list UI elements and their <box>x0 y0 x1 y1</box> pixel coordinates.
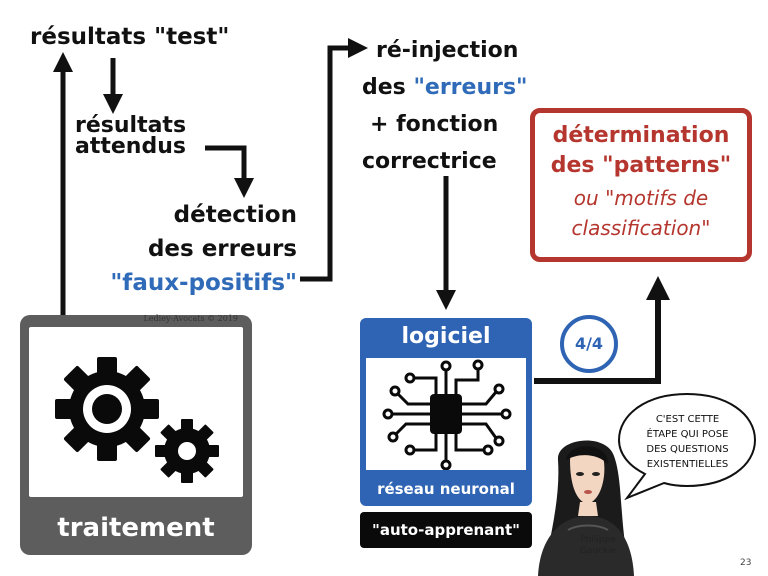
label-resultats-attendus: résultats attendus <box>75 113 187 159</box>
bubble-line1: C'EST CETTE <box>655 414 720 425</box>
logiciel-subtitle: réseau neuronal <box>377 480 515 498</box>
logiciel-icon-panel <box>366 358 526 471</box>
arrow-elbow-attendus <box>205 145 254 198</box>
traitement-icon-panel <box>29 327 243 497</box>
patterns-line3: ou "motifs de <box>573 186 709 210</box>
character-illustration <box>538 440 634 576</box>
label-reinjection: ré-injection des "erreurs" + fonction co… <box>362 32 528 180</box>
traitement-card: Lediey-Avocats © 2019 traitement <box>20 314 252 555</box>
label-resultats-attendus-line1: résultats <box>75 113 187 138</box>
bubble-line3: DES QUESTIONS <box>646 444 729 455</box>
label-faux-positifs: "faux-positifs" <box>110 270 297 296</box>
label-reinjection-line3: + fonction <box>370 112 499 137</box>
author-last: Gauckie <box>579 546 617 556</box>
label-des: des <box>362 75 414 100</box>
label-reinjection-line1: ré-injection <box>376 38 519 63</box>
label-resultats-test: résultats "test" <box>30 24 230 50</box>
gears-icon <box>55 357 219 483</box>
traitement-label: traitement <box>57 513 215 543</box>
label-detection-line2: des erreurs <box>147 236 297 262</box>
logiciel-card: logiciel <box>360 318 532 506</box>
label-reinjection-line4: correctrice <box>362 149 497 174</box>
auto-apprenant-label: "auto-apprenant" <box>360 512 532 548</box>
label-reinjection-line2: des "erreurs" <box>362 69 528 106</box>
step-indicator: 4/4 <box>560 315 618 373</box>
patterns-line4: classification" <box>571 216 711 240</box>
arrow-elbow-reinjection <box>300 38 368 282</box>
circuit-chip-icon <box>382 359 512 471</box>
bubble-line4: EXISTENTIELLES <box>646 459 729 470</box>
patterns-line2: des "patterns" <box>550 153 732 178</box>
label-detection: détection des erreurs "faux-positifs" <box>92 198 297 300</box>
label-resultats-attendus-line2: attendus <box>75 134 186 159</box>
copyright-text: Lediey-Avocats © 2019 <box>143 314 239 323</box>
speech-bubble-shape <box>617 392 757 500</box>
patterns-line1: détermination <box>552 123 730 148</box>
bubble-line2: ÉTAPE QUI POSE <box>646 429 729 440</box>
arrow-logiciel-patterns <box>534 276 670 384</box>
logiciel-title: logiciel <box>401 324 491 349</box>
label-erreurs: "erreurs" <box>413 75 528 100</box>
patterns-box: détermination des "patterns" ou "motifs … <box>530 108 752 262</box>
author-signature: Philippe Gauckie <box>568 535 628 557</box>
speech-bubble: C'EST CETTE ÉTAPE QUI POSE DES QUESTIONS… <box>615 388 760 500</box>
speech-bubble-text: C'EST CETTE ÉTAPE QUI POSE DES QUESTIONS… <box>615 412 760 472</box>
page-number: 23 <box>740 558 752 568</box>
label-detection-line1: détection <box>173 202 297 228</box>
author-first: Philippe <box>580 535 616 545</box>
